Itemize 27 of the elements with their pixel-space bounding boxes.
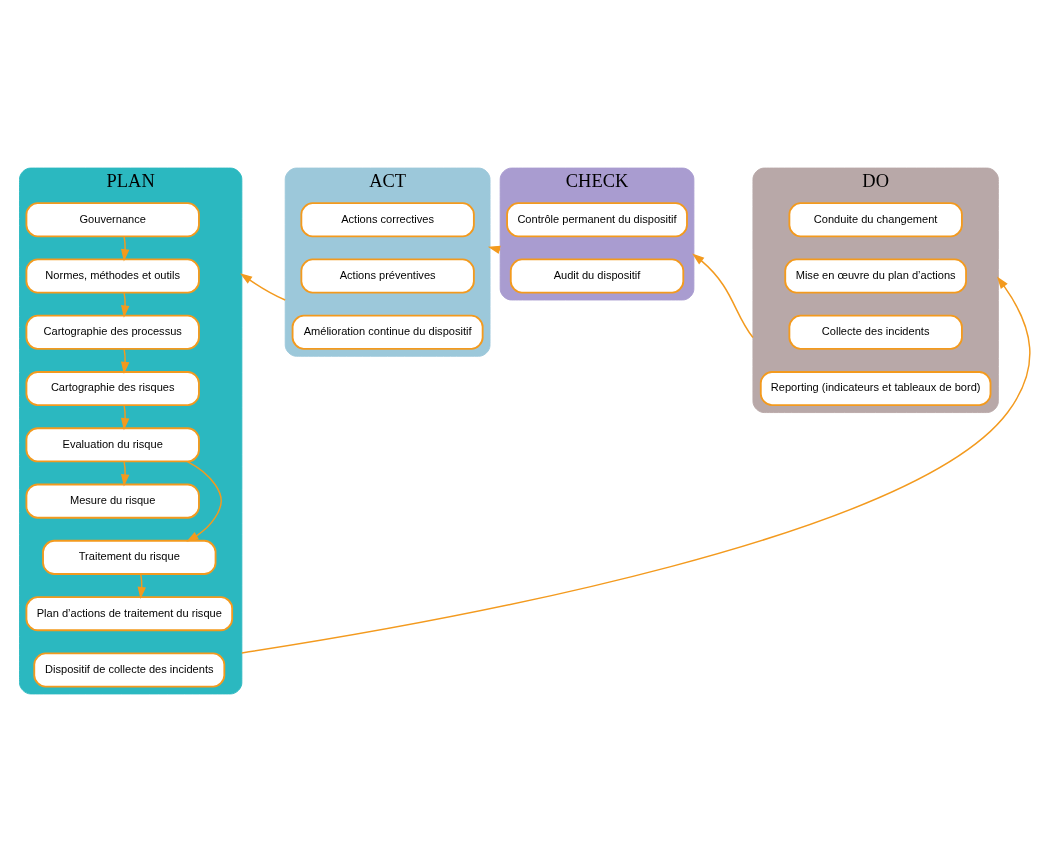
arrow: [120, 460, 130, 487]
node-box: Evaluation du risque: [25, 426, 200, 462]
arrow: [120, 347, 130, 374]
node-box: Conduite du changement: [788, 201, 963, 237]
node-box: Amélioration continue du dispositif: [291, 314, 484, 350]
arrow: [120, 291, 130, 318]
node-box: Cartographie des processus: [25, 314, 200, 350]
arrow: [241, 276, 1031, 654]
node-box: Mise en œuvre du plan d’actions: [784, 257, 967, 294]
node-box: Audit du dispositif: [509, 257, 685, 294]
node-box: Actions correctives: [300, 201, 475, 237]
arrow: [120, 235, 130, 261]
node-box: Gouvernance: [25, 201, 200, 237]
arrow: [120, 404, 130, 430]
node-box: Normes, méthodes et outils: [25, 257, 200, 294]
arrow: [186, 460, 222, 542]
node-box: Actions préventives: [300, 257, 475, 294]
arrow: [692, 253, 754, 338]
node-box: Reporting (indicateurs et tableaux de bord): [759, 370, 992, 406]
node-box: Contrôle permanent du dispositif: [506, 201, 688, 237]
node-box: Plan d’actions de traitement du risque: [25, 595, 234, 631]
arrow: [240, 272, 286, 301]
node-box: Collecte des incidents: [788, 314, 963, 350]
node-box: Cartographie des risques: [25, 370, 200, 406]
node-box: Dispositif de collecte des incidents: [33, 651, 226, 687]
node-box: Traitement du risque: [42, 539, 217, 575]
node-box: Mesure du risque: [25, 483, 200, 519]
